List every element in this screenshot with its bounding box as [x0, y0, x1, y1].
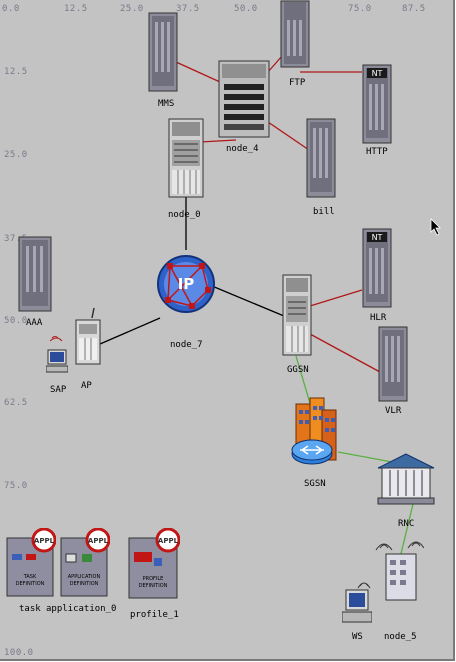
label-http: HTTP [366, 147, 388, 157]
profile-title-1: PROFILE [143, 576, 164, 582]
router-chassis-icon [282, 274, 312, 356]
server-ftp[interactable] [280, 0, 310, 68]
x-tick-3: 37.5 [176, 4, 200, 14]
server-bill[interactable] [306, 118, 336, 198]
label-sgsn: SGSN [304, 479, 326, 489]
server-aaa[interactable] [18, 236, 52, 312]
task-definition-icon: APPL TASK DEFINITION [6, 528, 56, 597]
label-ws: WS [352, 632, 363, 642]
access-point-ap[interactable] [74, 306, 104, 366]
y-tick-3: 50.0 [4, 316, 28, 326]
x-tick-1: 12.5 [64, 4, 88, 14]
server-mms[interactable] [148, 12, 178, 92]
link-ggsn-vlr[interactable] [309, 333, 381, 373]
link-node4-bill[interactable] [267, 121, 313, 153]
ip-badge: IP [178, 275, 195, 293]
server-tower-icon [18, 236, 52, 312]
label-aaa: AAA [26, 318, 43, 328]
label-bill: bill [313, 207, 335, 217]
access-point-icon [75, 307, 101, 365]
label-ggsn: GGSN [287, 365, 309, 375]
label-ftp: FTP [289, 78, 306, 88]
nt-server-icon: NT [362, 64, 392, 144]
base-station-icon [375, 541, 424, 601]
workstation-icon [342, 582, 372, 623]
nt-badge: NT [372, 69, 383, 78]
application-definition-icon: APPL APPLICATION DEFINITION [60, 528, 110, 597]
x-tick-6: 87.5 [402, 4, 426, 14]
mouse-pointer-icon [430, 218, 442, 240]
rnc-building-icon [377, 453, 435, 505]
y-tick-2: 37.5 [4, 234, 28, 244]
label-node4: node_4 [226, 144, 259, 154]
server-tower-icon [378, 326, 408, 402]
building-router-icon [291, 397, 337, 465]
link-node7-ggsn[interactable] [211, 285, 285, 317]
server-hlr[interactable]: NT [362, 228, 392, 308]
label-task: task [19, 604, 41, 614]
workstation-icon [46, 336, 68, 373]
link-sgsn-rnc[interactable] [337, 451, 393, 463]
switch-node4[interactable] [218, 60, 270, 138]
x-tick-0: 0.0 [2, 4, 20, 14]
application-title-1: APPLICATION [68, 574, 101, 580]
server-tower-icon [306, 118, 336, 198]
sgsn-building[interactable] [288, 396, 340, 474]
label-mms: MMS [158, 99, 175, 109]
application-title-2: DEFINITION [70, 581, 99, 587]
link-ggsn-sgsn[interactable] [295, 355, 313, 411]
x-tick-5: 75.0 [348, 4, 372, 14]
y-tick-5: 75.0 [4, 481, 28, 491]
ip-router-icon: IP [157, 255, 215, 313]
profile-title-2: DEFINITION [139, 583, 168, 589]
rnc-building[interactable] [376, 452, 436, 508]
x-tick-2: 25.0 [120, 4, 144, 14]
server-http[interactable]: NT [362, 64, 392, 144]
profile-definition-icon: APPL PROFILE DEFINITION [128, 528, 180, 599]
nt-server-icon: NT [362, 228, 392, 308]
workstation-sap[interactable] [46, 336, 68, 378]
link-ggsn-hlr[interactable] [309, 289, 363, 307]
label-rnc: RNC [398, 519, 415, 529]
appl-badge: APPL [34, 537, 55, 545]
link-node4-node0[interactable] [199, 139, 237, 143]
task-definition-object[interactable]: APPL TASK DEFINITION [6, 528, 56, 598]
label-application: application_0 [46, 604, 117, 614]
label-ap: AP [81, 381, 92, 391]
y-tick-6: 100.0 [4, 648, 34, 658]
nt-server-icon [280, 0, 310, 68]
switch-icon [218, 60, 270, 138]
task-title-1: TASK [23, 574, 37, 580]
profile-definition-object[interactable]: APPL PROFILE DEFINITION [128, 528, 180, 600]
router-chassis-icon [168, 118, 204, 198]
ip-router-node7[interactable]: IP [156, 244, 218, 328]
x-tick-4: 50.0 [234, 4, 258, 14]
link-node7-ap[interactable] [99, 317, 161, 345]
label-node5: node_5 [384, 632, 417, 642]
y-tick-1: 25.0 [4, 150, 28, 160]
label-profile: profile_1 [130, 610, 179, 620]
label-node0: node_0 [168, 210, 201, 220]
label-vlr: VLR [385, 406, 402, 416]
router-ggsn[interactable] [282, 274, 312, 356]
application-definition-object[interactable]: APPL APPLICATION DEFINITION [60, 528, 110, 598]
y-tick-0: 12.5 [4, 67, 28, 77]
router-node0[interactable] [168, 118, 204, 198]
label-hlr: HLR [370, 313, 387, 323]
appl-badge: APPL [158, 537, 179, 545]
server-vlr[interactable] [378, 326, 408, 402]
label-sap: SAP [50, 385, 67, 395]
task-title-2: DEFINITION [16, 581, 45, 587]
label-node7: node_7 [170, 340, 203, 350]
y-tick-4: 62.5 [4, 398, 28, 408]
appl-badge: APPL [88, 537, 109, 545]
server-tower-icon [148, 12, 178, 92]
base-station-node5[interactable] [374, 540, 424, 602]
workstation-ws[interactable] [342, 580, 372, 628]
nt-badge: NT [372, 233, 383, 242]
link-mms-node4[interactable] [175, 61, 221, 83]
